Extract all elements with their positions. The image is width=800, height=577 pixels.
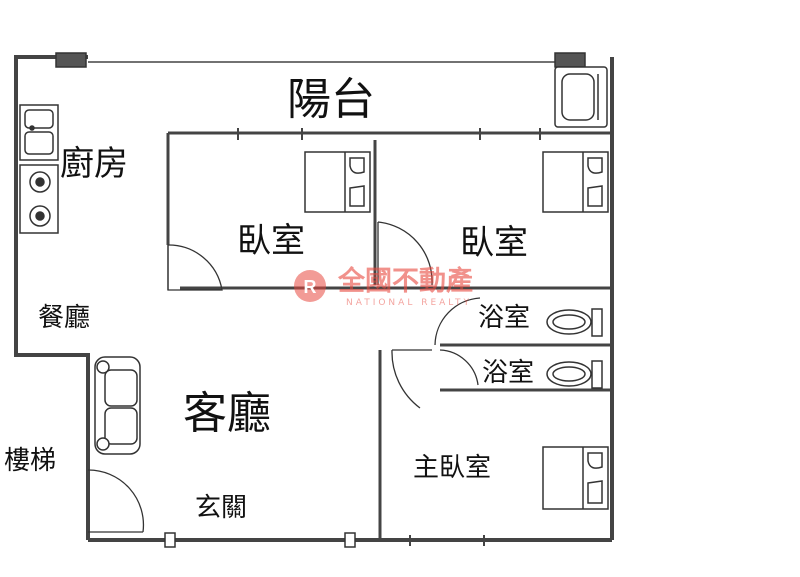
watermark-english: NATIONAL REALTY [346,298,473,308]
toilet-icons [546,308,603,389]
wall-ticks [237,128,541,546]
label-bath-bottom: 浴室 [482,358,535,388]
watermark-name: 全國不動產 [338,266,473,297]
label-master-bedroom: 主臥室 [413,453,492,483]
doors [87,221,481,533]
window-markers [55,52,586,548]
label-dining: 餐廳 [38,303,91,333]
label-bath-top: 浴室 [478,303,531,333]
washer-icon [554,66,608,128]
watermark: R 全國不動產 NATIONAL REALTY [290,268,520,314]
realty-logo-icon: R [294,270,326,302]
sofa-icon [94,356,141,455]
label-stairs: 樓梯 [4,446,57,476]
label-bedroom-left: 臥室 [237,221,305,261]
svg-text:R: R [304,277,317,297]
bed-icons [304,151,609,510]
label-balcony: 陽台 [287,74,375,125]
label-bedroom-right: 臥室 [460,223,528,263]
label-kitchen: 廚房 [60,144,128,184]
label-entrance: 玄關 [195,493,248,523]
interior-walls [86,131,612,540]
stove-icon [19,164,59,234]
sink-icon [19,104,59,161]
label-living: 客廳 [183,388,271,439]
